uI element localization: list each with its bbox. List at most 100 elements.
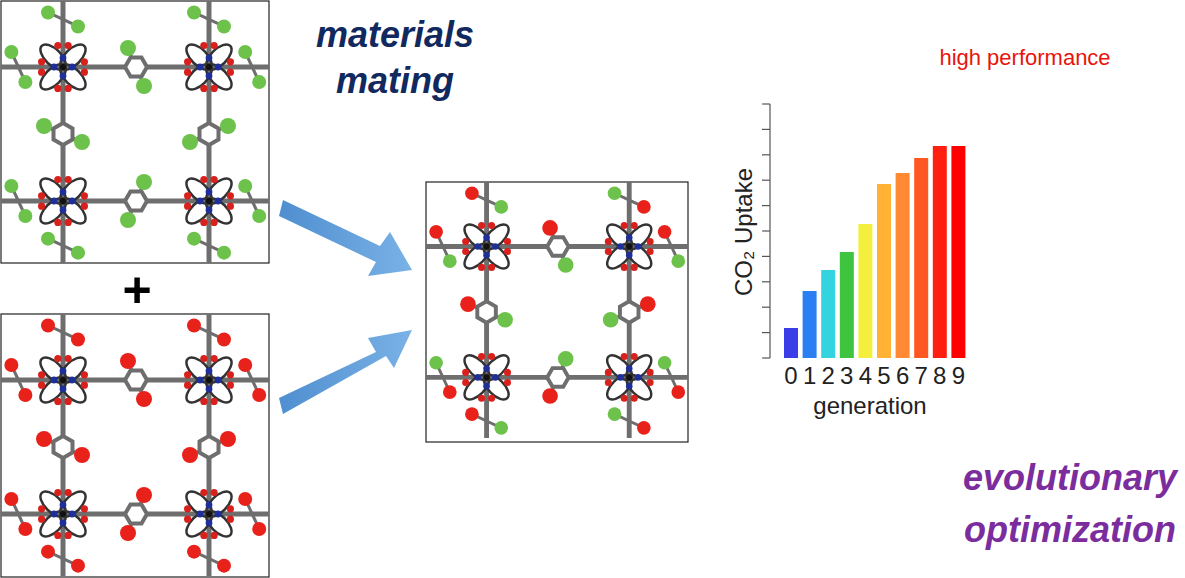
substituent [460,296,476,312]
oxygen-atom [65,489,72,496]
metal-atom [206,502,213,509]
substituent [71,19,85,33]
oxygen-atom [184,58,191,65]
substituent [217,332,231,346]
oxygen-atom [38,69,45,76]
axis-tick [762,332,770,333]
metal-atom [60,73,67,80]
oxygen-atom [211,219,218,226]
axis-title: generation [813,392,926,420]
oxygen-atom [200,85,207,92]
substituent [465,407,479,421]
substituent [252,522,266,536]
method-title: evolutionary optimization [925,452,1185,556]
oxygen-atom [184,382,191,389]
bar [877,184,891,358]
metal-atom [206,55,213,62]
metal-atom [626,383,633,390]
oxygen-atom [184,516,191,523]
oxygen-atom [621,222,628,229]
benzene-ring [125,371,147,390]
metal-atom [474,374,481,381]
metal-atom [51,511,58,518]
tick-label: 3 [840,362,853,390]
substituent [658,225,672,239]
oxygen-atom [647,379,654,386]
metal-atom [60,520,67,527]
oxygen-atom [462,248,469,255]
substituent [252,209,266,223]
oxygen-atom [200,42,207,49]
oxygen-atom [488,222,495,229]
oxygen-atom [184,192,191,199]
substituent [429,225,443,239]
carboxylate [480,220,513,253]
oxygen-atom [462,238,469,245]
linker [209,65,269,70]
linker [61,314,66,380]
metal-atom [197,198,204,205]
axis-tick [762,281,770,282]
axis-tick [762,205,770,206]
metal-atom [483,383,490,390]
metal-atom [484,244,490,250]
metal-atom [206,198,212,204]
substituent [187,232,201,246]
oxygen-atom [488,264,495,271]
bar [803,291,817,358]
oxygen-atom [647,248,654,255]
linker [61,514,66,576]
oxygen-atom [54,42,61,49]
substituent [220,118,236,134]
substituent [497,312,513,328]
oxygen-atom [65,398,72,405]
metal-atom [483,252,490,259]
oxygen-atom [54,355,61,362]
oxygen-atom [211,42,218,49]
oxygen-atom [211,398,218,405]
metal-atom [197,377,204,384]
substituent [494,421,508,435]
substituent [671,254,685,268]
substituent [443,254,457,268]
oxygen-atom [504,379,511,386]
oxygen-atom [81,505,88,512]
linker [61,1,66,67]
oxygen-atom [504,248,511,255]
linker [209,512,269,517]
oxygen-atom [605,369,612,376]
benzene-ring [547,237,568,256]
axis-tick [762,230,770,231]
substituent [217,19,231,33]
benzene-ring [125,505,147,524]
substituent [41,545,55,559]
carboxylate [202,487,236,521]
oxygen-atom [211,355,218,362]
carboxylate [622,220,655,253]
linker [627,377,632,438]
substituent [18,209,32,223]
tick-label: 1 [803,362,816,390]
oxygen-atom [227,516,234,523]
metal-atom [60,207,67,214]
bar [951,146,965,358]
oxygen-atom [200,532,207,539]
substituent [671,385,685,399]
substituent [238,45,252,59]
substituent [4,45,18,59]
oxygen-atom [54,85,61,92]
substituent [41,232,55,246]
oxygen-atom [184,203,191,210]
oxygen-atom [81,371,88,378]
metal-atom [60,198,66,204]
substituent [637,421,651,435]
oxygen-atom [227,371,234,378]
benzene-ring [54,123,73,145]
substituent [120,212,136,228]
substituent [252,388,266,402]
substituent [182,134,198,150]
oxygen-atom [38,192,45,199]
metal-atom [206,377,212,383]
metal-atom [215,198,222,205]
bar [896,173,910,358]
